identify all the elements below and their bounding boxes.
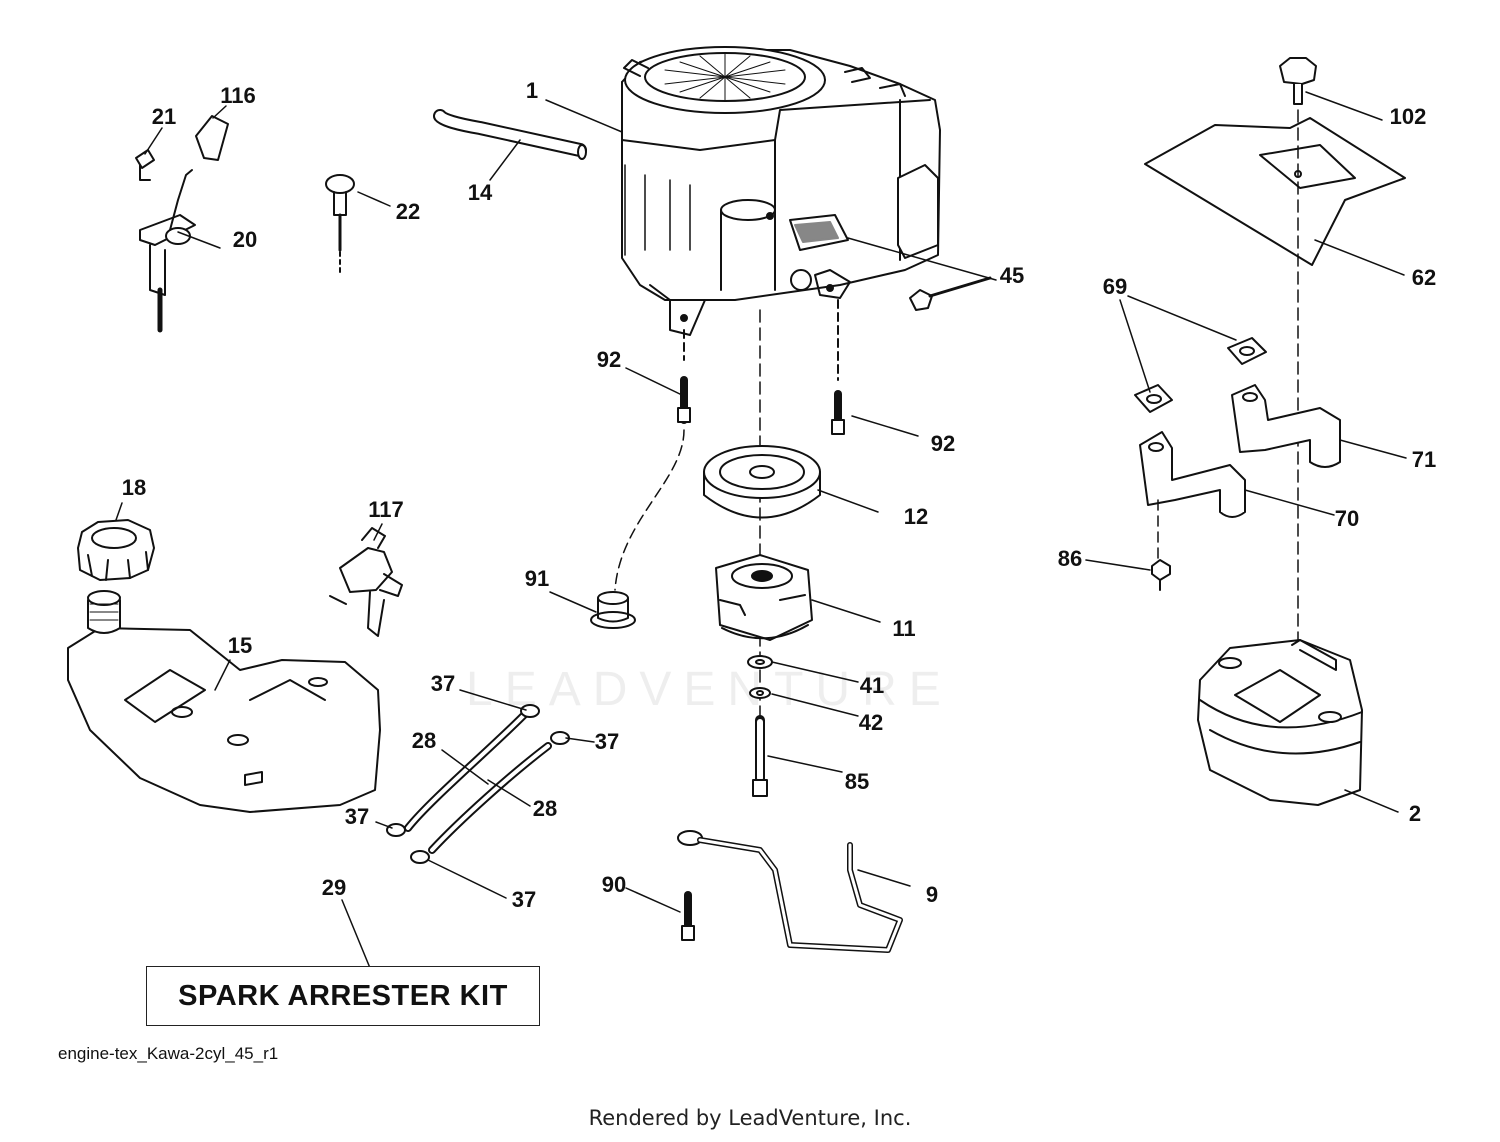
callout-fuel-hose-right: 28 xyxy=(533,796,557,821)
callout-fuel-line-top: 14 xyxy=(468,180,493,205)
muffler-drawing xyxy=(1197,639,1363,806)
callout-clamp-3: 37 xyxy=(345,804,369,829)
callout-pulley: 12 xyxy=(904,504,928,529)
fuel-tank-drawing xyxy=(67,590,381,813)
callout-washer-41: 41 xyxy=(860,673,884,698)
rendered-by-footer: Rendered by LeadVenture, Inc. xyxy=(588,1106,912,1130)
callout-fuel-hose-left: 28 xyxy=(412,728,436,753)
fuel-valve-drawing xyxy=(329,527,403,637)
callout-washer-42: 42 xyxy=(859,710,883,735)
callout-spark-arrester-kit: 29 xyxy=(322,875,346,900)
exhaust-pipe-right-drawing xyxy=(1231,384,1341,468)
callout-exhaust-gasket: 69 xyxy=(1103,274,1127,299)
throttle-drawing xyxy=(135,115,229,333)
pto-clutch-drawing xyxy=(715,554,813,641)
callout-pto-clutch: 11 xyxy=(892,616,915,641)
callout-bushing: 91 xyxy=(525,566,549,591)
callout-clutch-rod: 9 xyxy=(926,882,938,907)
callout-oil-drain: 45 xyxy=(1000,263,1024,288)
pulley-drawing xyxy=(703,445,821,519)
callout-clamp-4: 37 xyxy=(512,887,536,912)
callout-clamp-1: 37 xyxy=(431,671,455,696)
watermark: LEADVENTURE xyxy=(466,663,953,716)
callout-bolt-92-left: 92 xyxy=(597,347,621,372)
callout-bolt-90: 90 xyxy=(602,872,626,897)
callout-crankshaft-bolt: 85 xyxy=(845,769,869,794)
spark-arrester-kit-box: SPARK ARRESTER KIT xyxy=(146,966,540,1026)
diagram-id: engine-tex_Kawa-2cyl_45_r1 xyxy=(58,1044,279,1063)
callout-throttle-bolt: 21 xyxy=(152,104,176,129)
callout-exhaust-pipe-left: 70 xyxy=(1335,506,1359,531)
callout-dipstick: 22 xyxy=(396,199,420,224)
shield-screw-drawing xyxy=(1279,57,1317,105)
leader-lines xyxy=(115,91,1407,969)
engine-drawing xyxy=(621,46,941,336)
callout-bolt-92-right: 92 xyxy=(931,431,955,456)
callout-throttle-control: 20 xyxy=(233,227,257,252)
callout-muffler-shield: 62 xyxy=(1412,265,1436,290)
callout-exhaust-pipe-right: 71 xyxy=(1412,447,1436,472)
clutch-rod-drawing xyxy=(677,830,903,953)
callout-nut: 86 xyxy=(1058,546,1082,571)
exhaust-pipe-left-drawing xyxy=(1139,431,1246,518)
fuel-cap-drawing xyxy=(77,519,155,581)
callout-shield-screw: 102 xyxy=(1390,104,1427,129)
bushing-drawing xyxy=(590,591,636,629)
callout-engine: 1 xyxy=(526,78,538,103)
callout-throttle-knob: 116 xyxy=(220,83,256,108)
muffler-shield-drawing xyxy=(1144,117,1406,266)
fuel-hoses-drawing xyxy=(386,704,570,864)
callout-fuel-tank: 15 xyxy=(228,633,252,658)
callout-fuel-cap: 18 xyxy=(122,475,146,500)
spark-arrester-kit-label: SPARK ARRESTER KIT xyxy=(178,979,508,1012)
callout-fuel-valve: 117 xyxy=(368,497,404,522)
callout-clamp-2: 37 xyxy=(595,729,619,754)
callout-muffler: 2 xyxy=(1409,801,1421,826)
dipstick-drawing xyxy=(325,174,355,273)
